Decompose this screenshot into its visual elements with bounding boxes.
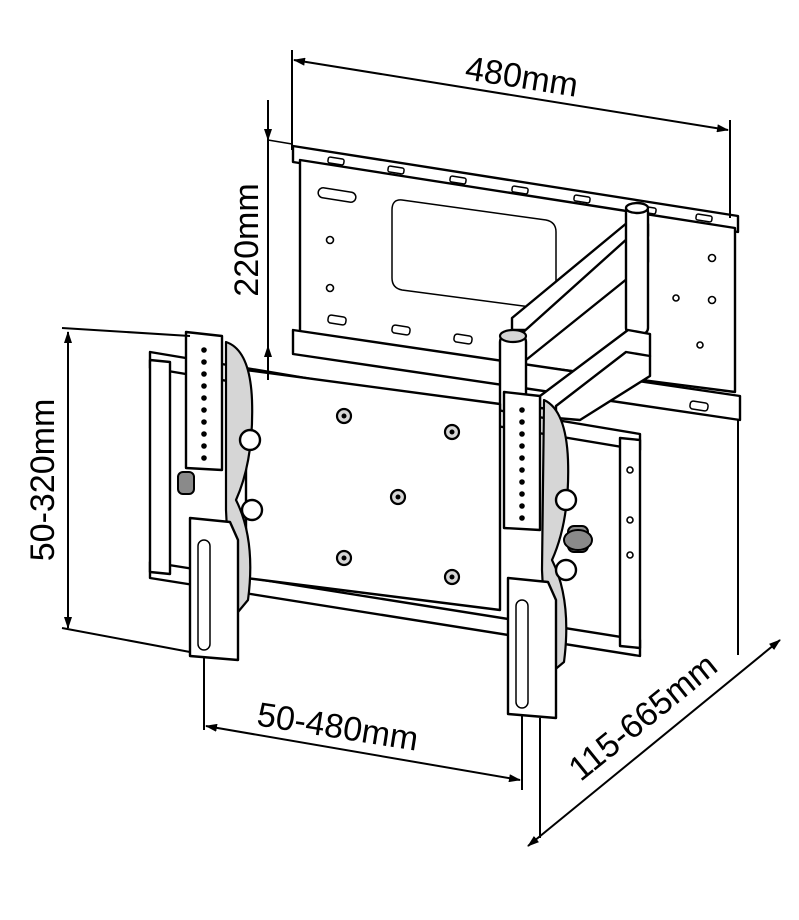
extension-label: 115-665mm bbox=[562, 646, 725, 788]
height-label: 220mm bbox=[228, 183, 266, 296]
plate-bolts bbox=[335, 407, 461, 586]
vesa-vertical-label: 50-320mm bbox=[24, 399, 62, 562]
tilt-knob bbox=[563, 525, 593, 553]
left-tilt-bracket bbox=[177, 330, 264, 662]
articulating-arms bbox=[498, 201, 652, 422]
dimension-height: 220mm bbox=[228, 100, 293, 380]
dimension-vesa-horizontal: 50-480mm bbox=[203, 656, 523, 790]
dimension-vesa-vertical: 50-320mm bbox=[24, 327, 191, 653]
